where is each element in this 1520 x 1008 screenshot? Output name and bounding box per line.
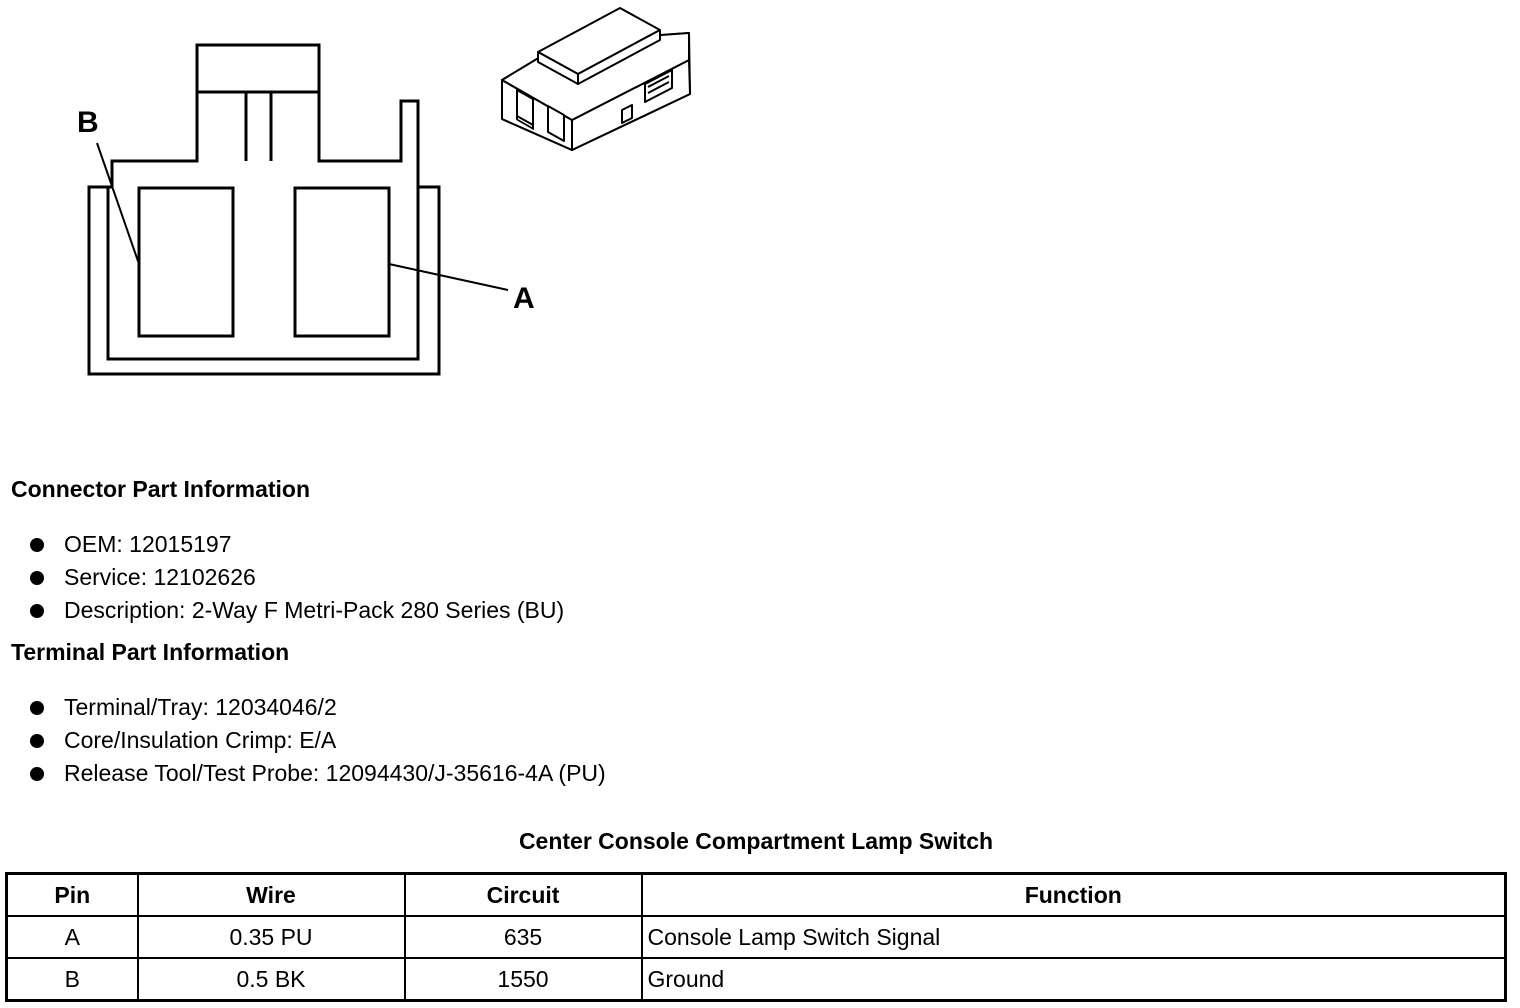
header-pin: Pin [5,872,139,917]
cell-circuit: 635 [403,915,643,959]
list-item: Terminal/Tray: 12034046/2 [28,691,606,724]
header-wire: Wire [136,872,406,917]
cell-pin: A [5,915,139,959]
cell-pin: B [5,957,139,1002]
pinout-table: Pin Wire Circuit Function A 0.35 PU 635 … [5,872,1507,1002]
table-title: Center Console Compartment Lamp Switch [518,828,994,854]
cavity-a [293,186,391,338]
list-item: OEM: 12015197 [28,528,564,561]
cavity-b [137,186,235,338]
cell-wire: 0.5 BK [136,957,406,1002]
bullet-icon [30,700,44,715]
connector-part-info-heading: Connector Part Information [11,476,311,502]
table-row: B 0.5 BK 1550 Ground [5,957,1507,1002]
bullet-icon [30,766,44,781]
connector-diagram: B A [77,7,691,376]
bullet-icon [30,537,44,552]
connector-housing-outline [87,43,441,376]
callout-label-b: B [77,106,99,139]
connector-description: Description: 2-Way F Metri-Pack 280 Seri… [64,597,565,623]
list-item: Core/Insulation Crimp: E/A [28,724,606,757]
bullet-icon [30,603,44,618]
bullet-icon [30,570,44,585]
leader-line-a [388,263,509,291]
table-header-row: Pin Wire Circuit Function [5,872,1507,917]
list-item: Release Tool/Test Probe: 12094430/J-3561… [28,757,606,790]
callout-label-a: A [513,282,535,315]
bullet-icon [30,733,44,748]
release-tool-test-probe: Release Tool/Test Probe: 12094430/J-3561… [64,760,606,786]
terminal-part-info-heading: Terminal Part Information [11,639,290,665]
header-circuit: Circuit [403,872,643,917]
service-part-number: Service: 12102626 [64,564,256,590]
connector-face-view [87,43,509,376]
cell-wire: 0.35 PU [136,915,406,959]
list-item: Description: 2-Way F Metri-Pack 280 Seri… [28,594,564,627]
table-row: A 0.35 PU 635 Console Lamp Switch Signal [5,915,1507,959]
cell-function: Ground [640,957,1507,1002]
leader-line-b [96,142,140,265]
terminal-part-info-list: Terminal/Tray: 12034046/2 Core/Insulatio… [28,691,606,790]
core-insulation-crimp: Core/Insulation Crimp: E/A [64,727,337,753]
connector-inner-wall [106,187,420,361]
connector-isometric-icon [501,7,691,151]
terminal-tray: Terminal/Tray: 12034046/2 [64,694,337,720]
header-function: Function [640,872,1507,917]
cell-function: Console Lamp Switch Signal [640,915,1507,959]
oem-part-number: OEM: 12015197 [64,531,232,557]
connector-part-info-list: OEM: 12015197 Service: 12102626 Descript… [28,528,564,627]
cell-circuit: 1550 [403,957,643,1002]
list-item: Service: 12102626 [28,561,564,594]
